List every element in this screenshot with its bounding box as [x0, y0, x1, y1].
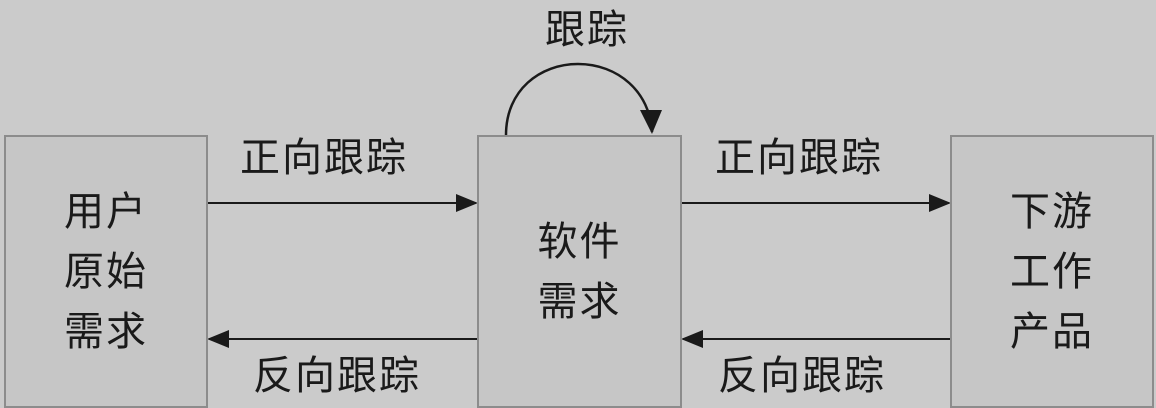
node-downstream-work-products: 下游 工作 产品 [950, 135, 1154, 408]
self-loop-arrowhead-icon [640, 110, 662, 134]
edge-label-backward-downstream-software: 反向跟踪 [718, 353, 886, 399]
edge-label-forward-software-downstream: 正向跟踪 [715, 135, 883, 181]
node-label-downstream: 下游 工作 产品 [1010, 188, 1094, 355]
node-label-user: 用户 原始 需求 [64, 188, 148, 355]
node-label-software: 软件 需求 [537, 218, 622, 325]
node-software-requirements: 软件 需求 [477, 135, 682, 408]
edge-label-forward-user-software: 正向跟踪 [240, 135, 408, 181]
edge-label-backward-software-user: 反向跟踪 [253, 353, 421, 399]
self-loop-arrow-software [504, 62, 654, 136]
edge-label-self-loop: 跟踪 [545, 7, 629, 53]
node-user-original-requirements: 用户 原始 需求 [4, 135, 208, 408]
